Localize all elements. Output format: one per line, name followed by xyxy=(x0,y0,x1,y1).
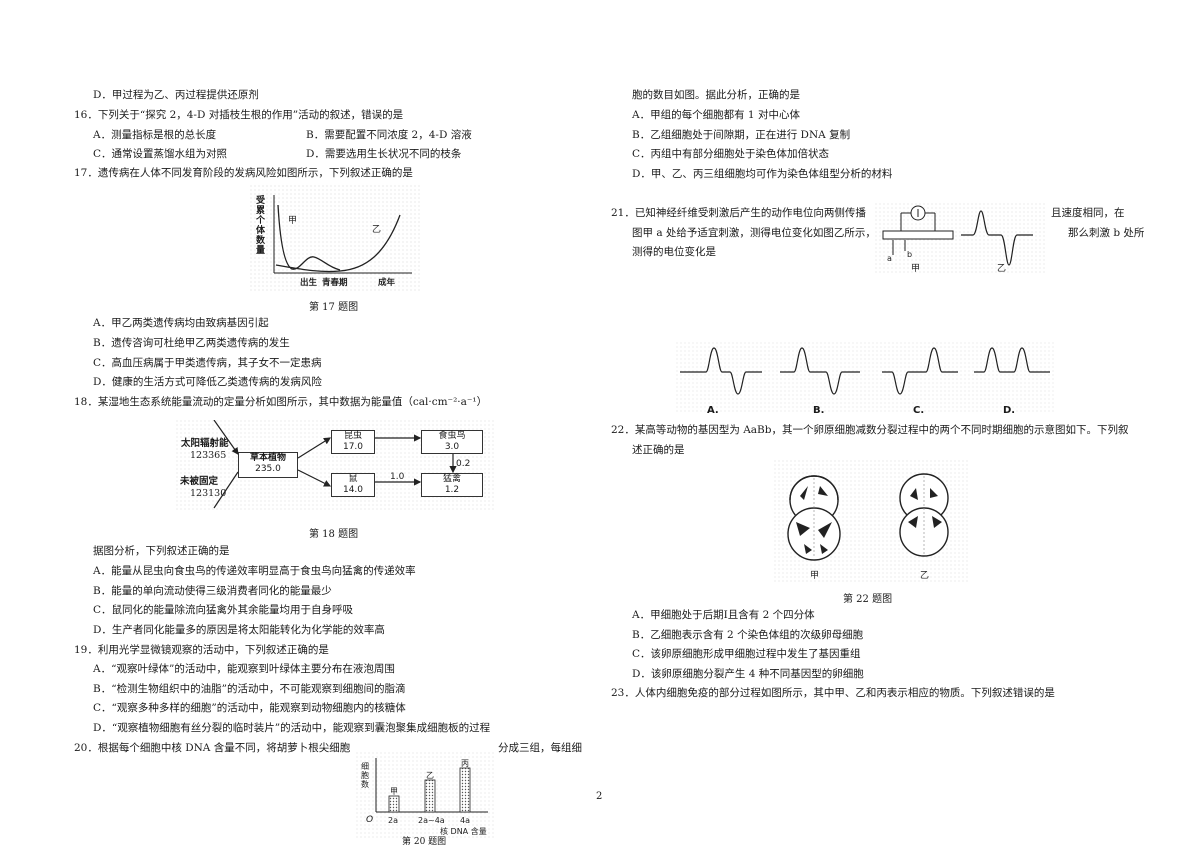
q17-tick-adult: 成年 xyxy=(378,277,396,288)
q17-option-c: C．高血压病属于甲类遗传病，其子女不一定患病 xyxy=(93,357,322,369)
q19-option-a: A．“观察叶绿体”的活动中，能观察到叶绿体主要分布在液泡周围 xyxy=(93,663,395,675)
q22-cell-yi: 乙 xyxy=(920,570,929,581)
q17-tick-birth: 出生 xyxy=(300,277,318,288)
q22-caption: 第 22 题图 xyxy=(843,594,893,605)
q18-raptor-label: 猛禽 xyxy=(442,474,461,484)
q21-stem-line1-tail: 且速度相同，在 xyxy=(1051,207,1125,219)
q18-caption: 第 18 题图 xyxy=(309,529,359,540)
q16-option-a: A．测量指标是根的总长度 xyxy=(93,129,217,141)
q17-caption: 第 17 题图 xyxy=(309,302,359,313)
q20-origin: O xyxy=(366,815,373,825)
q22-option-c: C．该卵原细胞形成甲细胞过程中发生了基因重组 xyxy=(632,648,861,660)
q18-sun-label: 太阳辐射能 xyxy=(181,438,229,449)
q18-plant-label: 草本植物 xyxy=(249,453,286,463)
q22-option-a: A．甲细胞处于后期Ⅰ且含有 2 个四分体 xyxy=(632,609,815,621)
q18-sun-value: 123365 xyxy=(190,450,227,461)
q17-option-b: B．遗传咨询可杜绝甲乙两类遗传病的发生 xyxy=(93,337,290,349)
q18-unfixed-value: 123130 xyxy=(190,488,227,499)
q17-stem: 17．遗传病在人体不同发育阶段的发病风险如图所示，下列叙述正确的是 xyxy=(74,167,413,179)
q17-y-axis-label: 受累个体数量 xyxy=(256,196,266,256)
q18-node-insect: 昆虫 17.0 xyxy=(331,430,375,454)
q18-option-c: C．鼠同化的能量除流向猛禽外其余能量均用于自身呼吸 xyxy=(93,604,354,616)
q21-option-d-label: D. xyxy=(1003,405,1016,416)
q17-tick-puberty: 青春期 xyxy=(322,277,348,288)
q17-curve-b-label: 乙 xyxy=(372,224,381,235)
q22-option-d: D．该卵原细胞分裂产生 4 种不同基因型的卵细胞 xyxy=(632,668,864,680)
q18-mouse-label: 鼠 xyxy=(348,474,358,484)
q18-node-mouse: 鼠 14.0 xyxy=(331,473,375,497)
q18-node-raptor: 猛禽 1.2 xyxy=(421,473,483,497)
q17-curve-a-label: 甲 xyxy=(288,215,297,226)
q21-options-figure xyxy=(676,342,1056,414)
q20-x-axis-label: 核 DNA 含量 xyxy=(440,826,487,836)
q16-option-d: D．需要选用生长状况不同的枝条 xyxy=(306,148,462,160)
q21-figure: a b 甲 乙 xyxy=(875,203,1045,275)
q19-option-d: D．“观察植物细胞有丝分裂的临时装片”的活动中，能观察到囊泡聚集成细胞板的过程 xyxy=(93,722,491,734)
q20-option-b: B．乙组细胞处于间隙期，正在进行 DNA 复制 xyxy=(632,129,851,141)
q20-stem: 20．根据每个细胞中核 DNA 含量不同，将胡萝卜根尖细胞 xyxy=(74,742,351,754)
q18-node-plant: 草本植物 235.0 xyxy=(238,452,298,478)
q18-bird-label: 食虫鸟 xyxy=(438,431,466,441)
q17-figure: 甲 乙 出生 青春期 成年 xyxy=(250,185,420,293)
q18-arrow-bird-raptor: 0.2 xyxy=(456,459,470,469)
q21-option-c-label: C. xyxy=(913,405,925,416)
q20-figure: 甲 乙 丙 O 2a 2a~4a 4a 核 DNA 含量 xyxy=(356,752,496,840)
q21-option-a-label: A. xyxy=(707,405,719,416)
q20-option-d: D．甲、乙、丙三组细胞均可作为染色体组型分析的材料 xyxy=(632,168,893,180)
q16-stem: 16．下列关于“探究 2，4-D 对插枝生根的作用”活动的叙述，错误的是 xyxy=(74,109,404,121)
q19-stem: 19．利用光学显微镜观察的活动中，下列叙述正确的是 xyxy=(74,644,329,656)
page-number: 2 xyxy=(596,791,603,802)
q17-option-a: A．甲乙两类遗传病均由致病基因引起 xyxy=(93,317,269,329)
q20-option-c: C．丙组中有部分细胞处于染色体加倍状态 xyxy=(632,148,830,160)
q18-option-b: B．能量的单向流动使得三级消费者同化的能量最少 xyxy=(93,585,332,597)
q20-bar-label-2: 乙 xyxy=(426,771,434,780)
q18-option-d: D．生产者同化能量多的原因是将太阳能转化为化学能的效率高 xyxy=(93,624,385,636)
q20-x-tick-1: 2a xyxy=(388,816,398,825)
q20-bar-label-3: 丙 xyxy=(461,759,469,768)
q20-y-axis-label: 细胞数 xyxy=(361,762,369,789)
q18-arrow-mouse-raptor: 1.0 xyxy=(390,472,405,482)
q15-option-d: D．甲过程为乙、丙过程提供还原剂 xyxy=(93,89,259,101)
q20-bar-label-1: 甲 xyxy=(390,787,398,796)
q18-mouse-value: 14.0 xyxy=(342,485,364,495)
q18-plant-value: 235.0 xyxy=(255,464,281,474)
q22-figure: 甲 乙 xyxy=(774,460,970,584)
q18-insect-value: 17.0 xyxy=(342,442,364,452)
q21-option-b-label: B. xyxy=(813,405,825,416)
q19-option-b: B．“检测生物组织中的油脂”的活动中，不可能观察到细胞间的脂滴 xyxy=(93,683,406,695)
q16-option-c: C．通常设置蒸馏水组为对照 xyxy=(93,148,228,160)
q23-stem: 23．人体内细胞免疫的部分过程如图所示，其中甲、乙和丙表示相应的物质。下列叙述错… xyxy=(611,687,1055,699)
q17-option-d: D．健康的生活方式可降低乙类遗传病的发病风险 xyxy=(93,376,322,388)
q21-stem-line2: 图甲 a 处给予适宜刺激，测得电位变化如图乙所示， xyxy=(632,227,876,239)
q20-x-tick-3: 4a xyxy=(460,816,470,825)
q18-insect-label: 昆虫 xyxy=(343,431,362,441)
q20-continued: 胞的数目如图。据此分析，正确的是 xyxy=(632,89,800,101)
q20-stem-tail: 分成三组，每组细 xyxy=(498,742,582,754)
q21-fig-jia: 甲 xyxy=(911,263,920,274)
q18-node-bird: 食虫鸟 3.0 xyxy=(421,430,483,454)
q16-option-b: B．需要配置不同浓度 2，4-D 溶液 xyxy=(306,129,472,141)
q21-stem-line2-tail: 那么刺激 b 处所 xyxy=(1068,227,1145,239)
q22-stem-line1: 22．某高等动物的基因型为 AaBb，其一个卵原细胞减数分裂过程中的两个不同时期… xyxy=(611,424,1129,436)
q18-option-a: A．能量从昆虫向食虫鸟的传递效率明显高于食虫鸟向猛禽的传递效率 xyxy=(93,565,416,577)
q18-lead: 据图分析，下列叙述正确的是 xyxy=(93,545,230,557)
q20-x-tick-2: 2a~4a xyxy=(418,816,445,825)
q21-fig-yi: 乙 xyxy=(997,263,1006,274)
q21-stem-line3: 测得的电位变化是 xyxy=(632,246,716,258)
q20-caption: 第 20 题图 xyxy=(402,837,447,847)
q22-cell-jia: 甲 xyxy=(810,570,819,581)
q22-stem-line2: 述正确的是 xyxy=(632,444,685,456)
q21-point-a: a xyxy=(887,254,892,263)
q19-option-c: C．“观察多种多样的细胞”的活动中，能观察到动物细胞内的核糖体 xyxy=(93,702,406,714)
q18-stem: 18．某湿地生态系统能量流动的定量分析如图所示，其中数据为能量值（cal·cm⁻… xyxy=(74,396,488,408)
q21-point-b: b xyxy=(907,250,912,259)
q18-unfixed-label: 未被固定 xyxy=(180,476,219,487)
q20-option-a: A．甲组的每个细胞都有 1 对中心体 xyxy=(632,109,800,121)
q18-bird-value: 3.0 xyxy=(444,442,460,452)
q22-option-b: B．乙细胞表示含有 2 个染色体组的次级卵母细胞 xyxy=(632,629,864,641)
q21-stem-line1: 21．已知神经纤维受刺激后产生的动作电位向两侧传播 xyxy=(611,207,866,219)
q18-raptor-value: 1.2 xyxy=(444,485,460,495)
